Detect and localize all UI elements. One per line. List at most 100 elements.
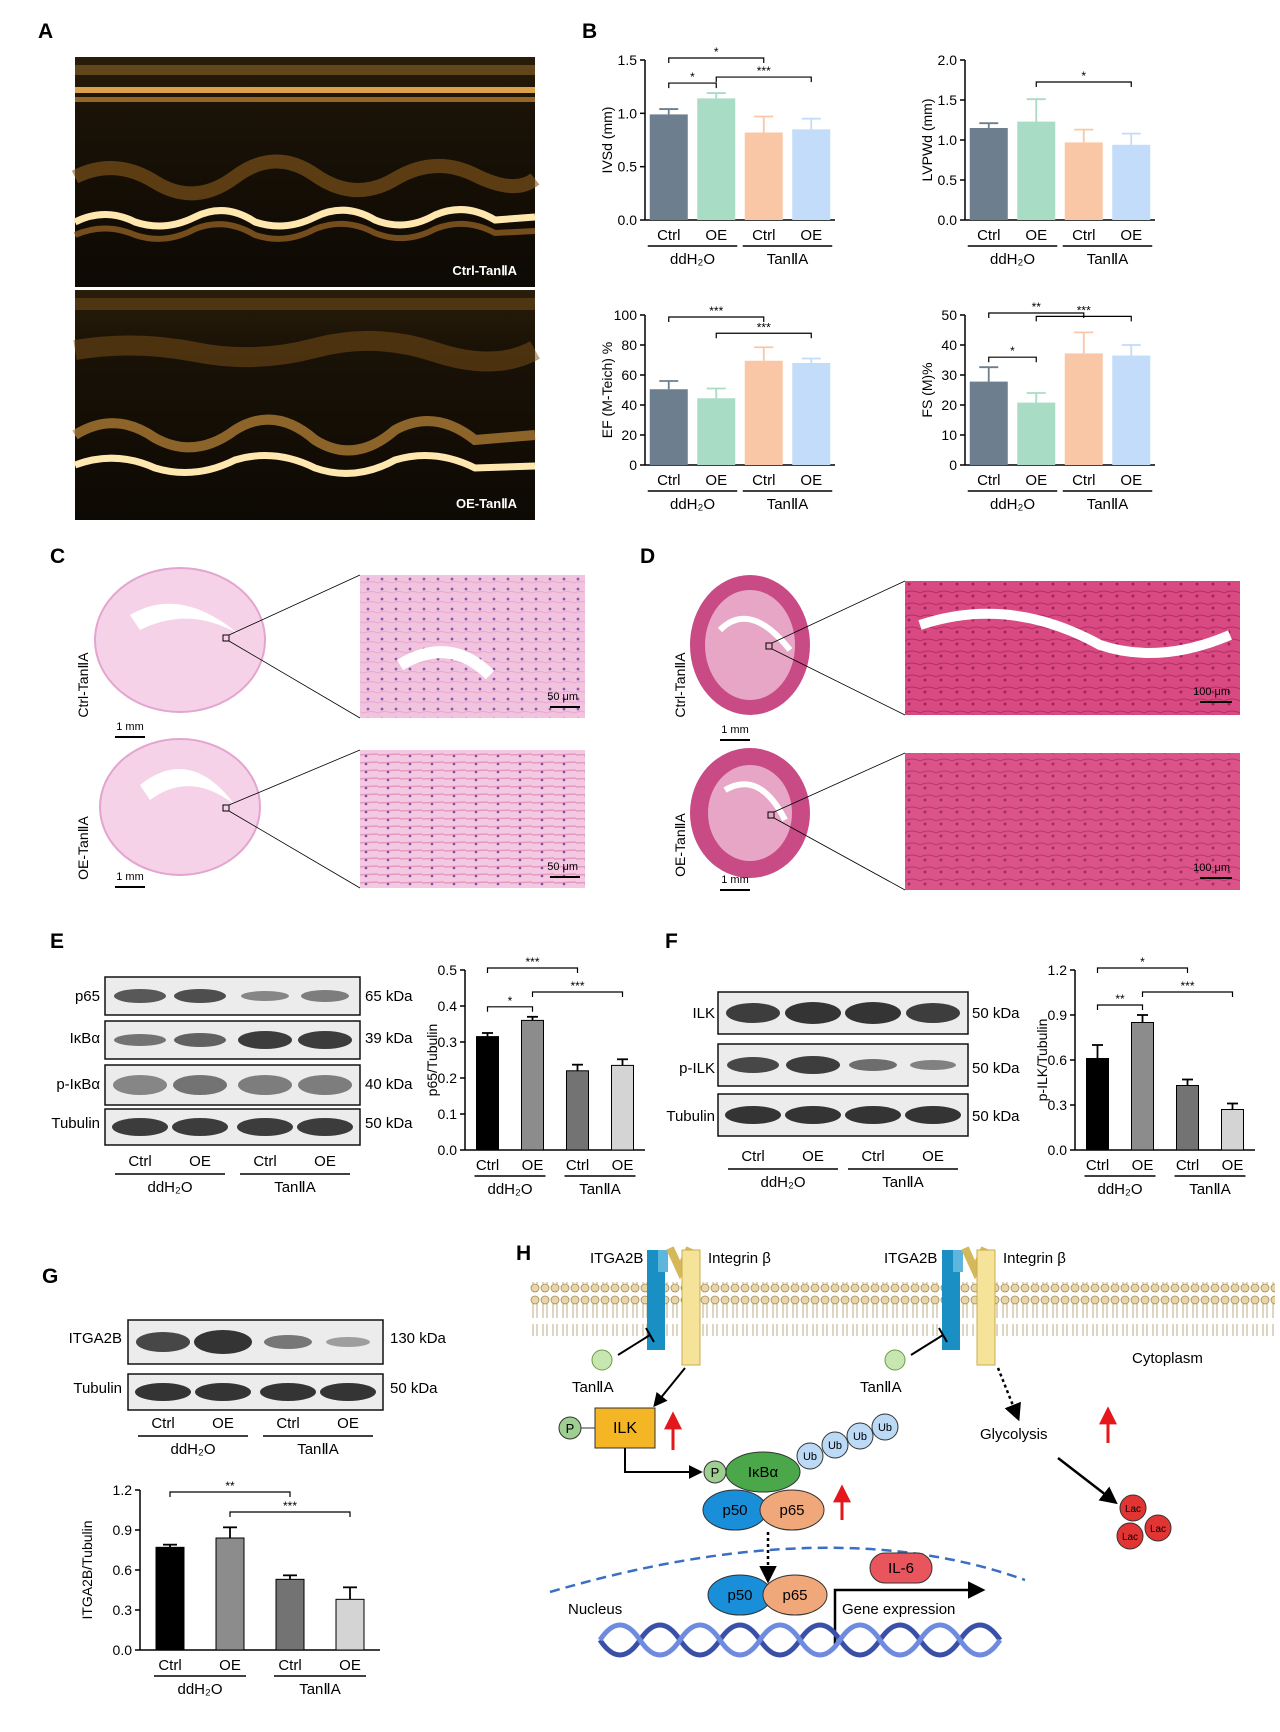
y-tick-label: 0.5 — [438, 962, 458, 978]
lane-group-label: TanⅡA — [882, 1174, 924, 1191]
blot-label-tubulin-f: Tubulin — [666, 1108, 715, 1125]
lac-label-2: Lac — [1122, 1532, 1138, 1543]
panel-letter-d: D — [640, 545, 656, 568]
bar — [335, 1598, 365, 1651]
p65-label-1: p65 — [779, 1502, 804, 1519]
significance-label: ** — [1032, 300, 1042, 314]
integrin-label-1: Integrin β — [708, 1250, 771, 1267]
y-tick-label: 1.2 — [113, 1482, 133, 1498]
panel-letter-a: A — [38, 20, 54, 43]
y-axis-label: EF (M-Teich) % — [599, 342, 615, 438]
y-tick-label: 1.2 — [1048, 962, 1068, 978]
y-tick-label: 1.0 — [618, 105, 638, 121]
gene-expression-label: Gene expression — [842, 1601, 955, 1618]
category-label: Ctrl — [1072, 472, 1095, 489]
y-tick-label: 80 — [621, 337, 637, 353]
category-label: Ctrl — [278, 1657, 301, 1674]
category-label: Ctrl — [977, 472, 1000, 489]
blot-kda-p65: 65 kDa — [365, 988, 413, 1005]
significance-bracket — [668, 82, 717, 89]
y-tick-label: 0.0 — [938, 212, 958, 228]
bar — [1221, 1109, 1244, 1151]
blot-label-p65: p65 — [74, 988, 100, 1005]
lane-group-label: ddH₂O — [760, 1174, 805, 1191]
bar — [1112, 355, 1151, 465]
ub-label-1: Ub — [803, 1451, 817, 1463]
group-label: ddH₂O — [670, 251, 715, 268]
bar — [697, 98, 736, 220]
y-tick-label: 0 — [629, 457, 637, 473]
bar — [215, 1537, 245, 1651]
significance-label: * — [690, 70, 695, 84]
y-axis-label: ITGA2B/Tubulin — [79, 1520, 95, 1619]
significance-label: * — [1010, 344, 1015, 358]
significance-bracket — [1096, 1004, 1144, 1010]
bar — [792, 363, 831, 465]
ilk-label: ILK — [613, 1420, 637, 1437]
y-tick-label: 0.3 — [113, 1602, 133, 1618]
y-tick-label: 0.6 — [113, 1562, 133, 1578]
blot-label-p-ilk: p-ILK — [679, 1060, 715, 1077]
p-label-2: P — [711, 1465, 720, 1480]
bar — [476, 1036, 499, 1151]
bar — [969, 381, 1008, 465]
category-label: OE — [1025, 227, 1047, 244]
bar — [969, 128, 1008, 220]
lac-label-3: Lac — [1150, 1524, 1166, 1535]
lane-label: Ctrl — [128, 1153, 151, 1170]
y-tick-label: 30 — [941, 367, 957, 383]
panel-letter-e: E — [50, 930, 65, 953]
category-label: Ctrl — [566, 1157, 589, 1174]
lane-label: OE — [189, 1153, 211, 1170]
y-tick-label: 0.5 — [938, 172, 958, 188]
group-label: ddH₂O — [177, 1681, 222, 1698]
y-tick-label: 0.9 — [113, 1522, 133, 1538]
y-tick-label: 0.2 — [438, 1070, 458, 1086]
y-tick-label: 0.3 — [438, 1034, 458, 1050]
significance-label: * — [508, 994, 513, 1008]
y-axis-label: p-ILK/Tubulin — [1034, 1019, 1050, 1102]
category-label: OE — [1120, 227, 1142, 244]
category-label: OE — [1222, 1157, 1244, 1174]
significance-bracket — [531, 991, 624, 997]
p65-label-2: p65 — [782, 1587, 807, 1604]
bar — [1086, 1058, 1109, 1151]
group-label: ddH₂O — [990, 251, 1035, 268]
bar — [697, 398, 736, 465]
p-label-1: P — [566, 1421, 575, 1436]
y-tick-label: 0.3 — [1048, 1097, 1068, 1113]
category-label: Ctrl — [476, 1157, 499, 1174]
bar — [1176, 1085, 1199, 1151]
y-tick-label: 20 — [941, 397, 957, 413]
group-label: ddH₂O — [990, 496, 1035, 513]
lane-label: Ctrl — [741, 1148, 764, 1165]
significance-bracket — [169, 1491, 291, 1497]
bar — [649, 114, 688, 220]
category-label: OE — [1120, 472, 1142, 489]
bar — [792, 129, 831, 220]
bar — [1017, 402, 1056, 465]
significance-label: *** — [709, 304, 723, 318]
panel-letter-h: H — [516, 1242, 532, 1265]
y-tick-label: 0 — [949, 457, 957, 473]
bar — [1064, 142, 1103, 220]
y-tick-label: 50 — [941, 307, 957, 323]
mechanism-diagram: ITGA2B Integrin β ITGA2B Integrin β Cyto… — [530, 1246, 1275, 1658]
group-label: TanⅡA — [299, 1681, 341, 1698]
significance-label: *** — [1077, 303, 1091, 317]
y-tick-label: 40 — [621, 397, 637, 413]
y-tick-label: 0.0 — [1048, 1142, 1068, 1158]
echo-label-oe: OE-TanⅡA — [456, 496, 518, 511]
category-label: OE — [522, 1157, 544, 1174]
lane-group-label: ddH₂O — [170, 1441, 215, 1458]
blot-kda-p-ikba: 40 kDa — [365, 1076, 413, 1093]
significance-label: *** — [283, 1499, 297, 1513]
category-label: OE — [612, 1157, 634, 1174]
significance-bracket — [1096, 967, 1189, 973]
masson-row-label-oe: OE-TanⅡA — [672, 812, 688, 876]
